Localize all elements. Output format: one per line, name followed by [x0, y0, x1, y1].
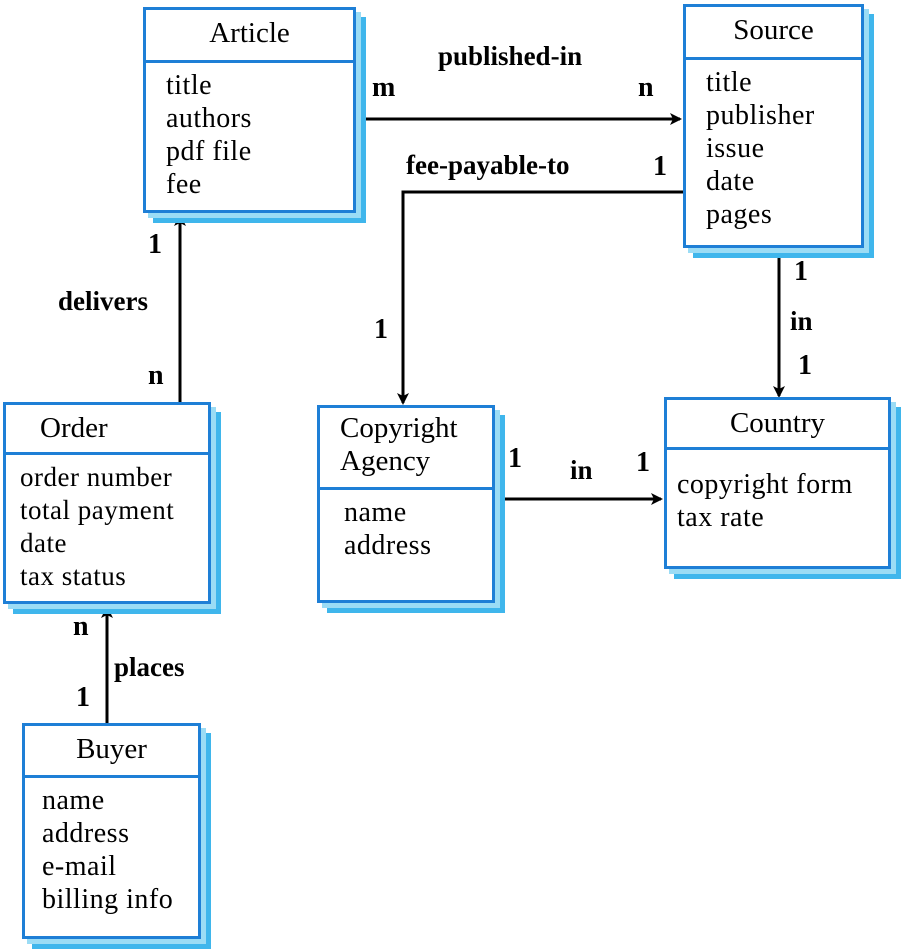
attribute: name — [344, 497, 407, 528]
relationship-label-published-in: published-in — [438, 41, 583, 71]
attribute: total payment — [20, 495, 175, 525]
attribute: publisher — [706, 100, 815, 131]
relationship-label-fee-payable-to: fee-payable-to — [406, 150, 570, 180]
entity-source: Source title publisher issue date pages — [683, 4, 864, 248]
attribute: date — [20, 528, 67, 558]
attribute: date — [706, 166, 755, 197]
multiplicity: 1 — [653, 151, 667, 182]
relationship-label-in: in — [790, 306, 813, 336]
entity-attributes: copyright form tax rate — [667, 450, 888, 534]
entity-title: Buyer — [25, 726, 198, 778]
multiplicity: 1 — [76, 682, 90, 713]
entity-attributes: name address — [320, 490, 492, 562]
attribute: e-mail — [42, 851, 117, 882]
relationship-label-delivers: delivers — [58, 286, 148, 316]
entity-title: Article — [146, 10, 353, 63]
attribute: tax rate — [677, 502, 765, 533]
attribute: name — [42, 785, 105, 816]
attribute: order number — [20, 462, 173, 492]
relationship-label-places: places — [114, 652, 185, 682]
entity-article: Article title authors pdf file fee — [143, 7, 356, 213]
attribute: billing info — [42, 884, 174, 915]
fee-payable-to-line — [397, 190, 684, 405]
attribute: pages — [706, 199, 773, 230]
attribute: copyright form — [677, 469, 853, 500]
attribute: authors — [166, 103, 252, 134]
entity-attributes: name address e-mail billing info — [25, 778, 198, 916]
multiplicity: 1 — [798, 350, 812, 381]
entity-title-line: Copyright — [340, 412, 458, 444]
attribute: address — [344, 530, 432, 561]
entity-country: Country copyright form tax rate — [664, 397, 891, 569]
attribute: title — [706, 67, 753, 98]
multiplicity: n — [148, 360, 164, 391]
entity-attributes: title publisher issue date pages — [686, 60, 861, 231]
entity-title: Source — [686, 7, 861, 60]
attribute: address — [42, 818, 130, 849]
entity-buyer: Buyer name address e-mail billing info — [22, 723, 201, 939]
multiplicity: 1 — [636, 447, 650, 478]
attribute: pdf file — [166, 136, 252, 167]
relationship-label-in: in — [570, 455, 593, 485]
multiplicity: n — [73, 611, 89, 642]
entity-attributes: order number total payment date tax stat… — [6, 455, 208, 593]
multiplicity: 1 — [374, 314, 388, 345]
attribute: title — [166, 70, 213, 101]
entity-attributes: title authors pdf file fee — [146, 63, 353, 201]
attribute: issue — [706, 133, 765, 164]
attribute: fee — [166, 169, 202, 200]
entity-copyright-agency: Copyright Agency name address — [317, 405, 495, 603]
multiplicity: 1 — [508, 443, 522, 474]
entity-order: Order order number total payment date ta… — [3, 402, 211, 604]
entity-title-line: Agency — [340, 445, 431, 477]
entity-title: Country — [667, 400, 888, 450]
multiplicity: 1 — [148, 229, 162, 260]
multiplicity: n — [638, 72, 654, 103]
entity-title: Order — [6, 405, 208, 455]
multiplicity: m — [372, 72, 396, 103]
entity-title: Copyright Agency — [320, 408, 492, 490]
multiplicity: 1 — [794, 256, 808, 287]
attribute: tax status — [20, 561, 127, 591]
